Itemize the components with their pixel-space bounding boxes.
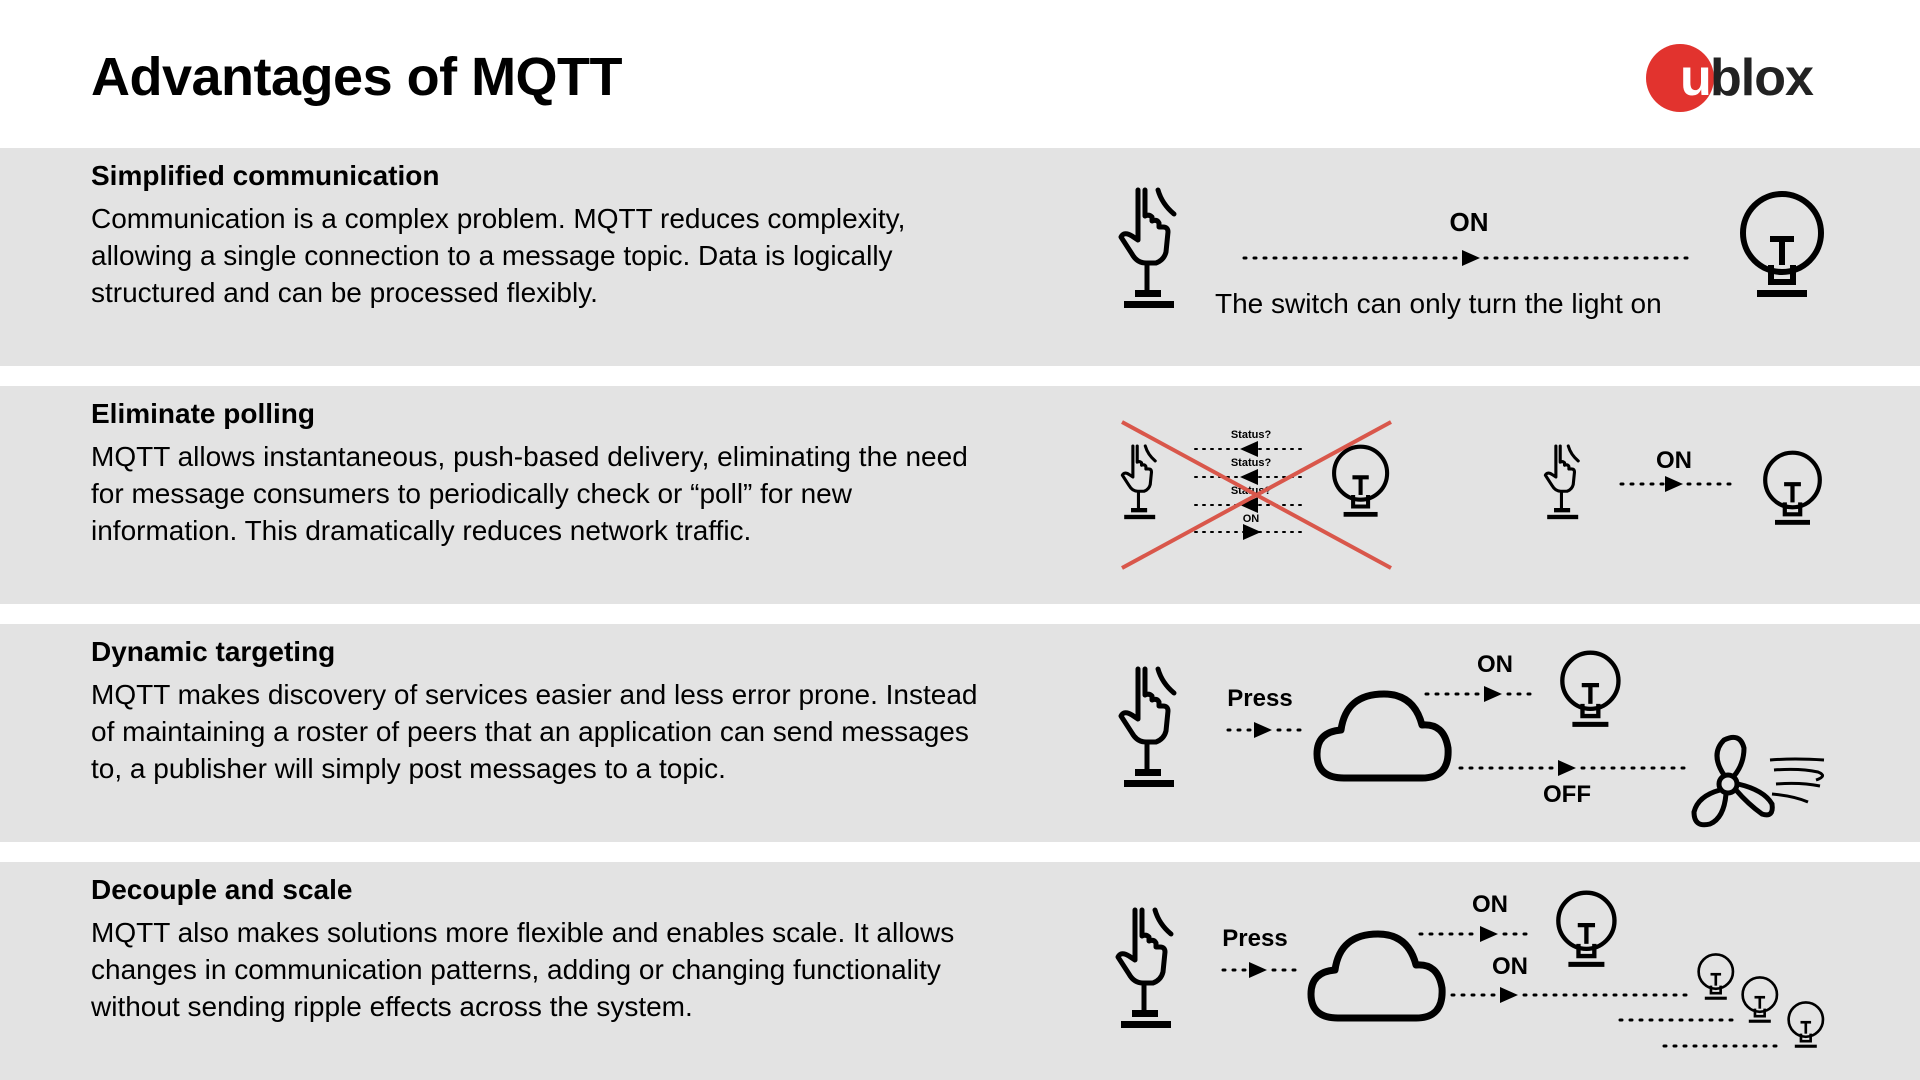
light-bulb-icon [1765, 453, 1820, 525]
section-body: MQTT also makes solutions more flexible … [91, 917, 955, 1022]
press-label: Press [1222, 925, 1287, 952]
light-bulb-icon [1697, 953, 1735, 1002]
decouple-scale-diagram: Press ON ON [0, 862, 1825, 1050]
light-bulb-icon [1558, 893, 1614, 967]
cloud-icon [1311, 934, 1442, 1018]
hand-switch-icon [1118, 910, 1171, 1028]
arrow-right-icon [1243, 524, 1261, 540]
ublox-logo: u blox [1646, 44, 1830, 116]
hand-switch-icon [1121, 669, 1174, 787]
section-decouple-and-scale: Decouple and scale MQTT also makes solut… [0, 862, 1920, 1080]
light-bulb-icon [1743, 194, 1821, 297]
light-bulb-icon [1741, 976, 1779, 1025]
arrow-left-icon [1240, 441, 1258, 457]
on-small-label: ON [1243, 513, 1260, 525]
cross-out-line [1121, 420, 1392, 570]
on-label: ON [1492, 953, 1528, 980]
logo-wordmark: blox [1710, 49, 1814, 107]
arrow-left-icon [1240, 469, 1258, 485]
section-body: MQTT allows instantaneous, push-based de… [91, 441, 968, 546]
arrow-right-icon [1500, 987, 1518, 1003]
on-label: ON [1450, 207, 1489, 237]
fan-icon [1694, 737, 1824, 824]
section-heading: Dynamic targeting [91, 636, 336, 667]
switch-light-diagram: ON The switch can only turn the light on [0, 148, 1920, 319]
cloud-icon [1317, 694, 1448, 778]
diagram-caption: The switch can only turn the light on [1215, 288, 1662, 319]
section-heading: Eliminate polling [91, 398, 316, 429]
arrow-right-icon [1254, 722, 1272, 738]
arrow-right-icon [1462, 250, 1480, 266]
dynamic-targeting-diagram: Press ON OFF [0, 624, 1920, 842]
section-eliminate-polling: Eliminate polling MQTT allows instantane… [0, 386, 1920, 604]
arrow-right-icon [1480, 926, 1498, 942]
on-label: ON [1472, 891, 1508, 918]
arrow-right-icon [1558, 760, 1576, 776]
section-body: MQTT makes discovery of services easier … [91, 679, 978, 784]
section-heading: Simplified communication [91, 160, 440, 191]
section-simplified-communication: Simplified communication Communication i… [0, 148, 1920, 366]
status-label: Status? [1231, 457, 1272, 469]
section-body: Communication is a complex problem. MQTT… [91, 203, 906, 308]
light-bulb-icon [1562, 653, 1618, 727]
logo-circle [1646, 44, 1714, 112]
page-title: Advantages of MQTT [91, 47, 623, 107]
on-label: ON [1656, 447, 1692, 474]
hand-switch-icon [1121, 190, 1174, 308]
section-dynamic-targeting: Dynamic targeting MQTT makes discovery o… [0, 624, 1920, 842]
arrow-right-icon [1484, 686, 1502, 702]
light-bulb-icon [1334, 447, 1387, 517]
arrow-right-icon [1249, 962, 1267, 978]
arrow-right-icon [1665, 476, 1683, 492]
on-label: ON [1477, 651, 1513, 678]
hand-switch-icon [1543, 444, 1580, 521]
hand-switch-icon [1120, 444, 1157, 521]
logo-letter: u [1680, 49, 1712, 107]
press-label: Press [1227, 685, 1292, 712]
section-heading: Decouple and scale [91, 874, 353, 905]
light-bulb-icon [1787, 1001, 1825, 1050]
polling-diagram: Status? Status? Status? ON ON [1120, 420, 1920, 570]
off-label: OFF [1543, 781, 1591, 808]
status-label: Status? [1231, 429, 1272, 441]
